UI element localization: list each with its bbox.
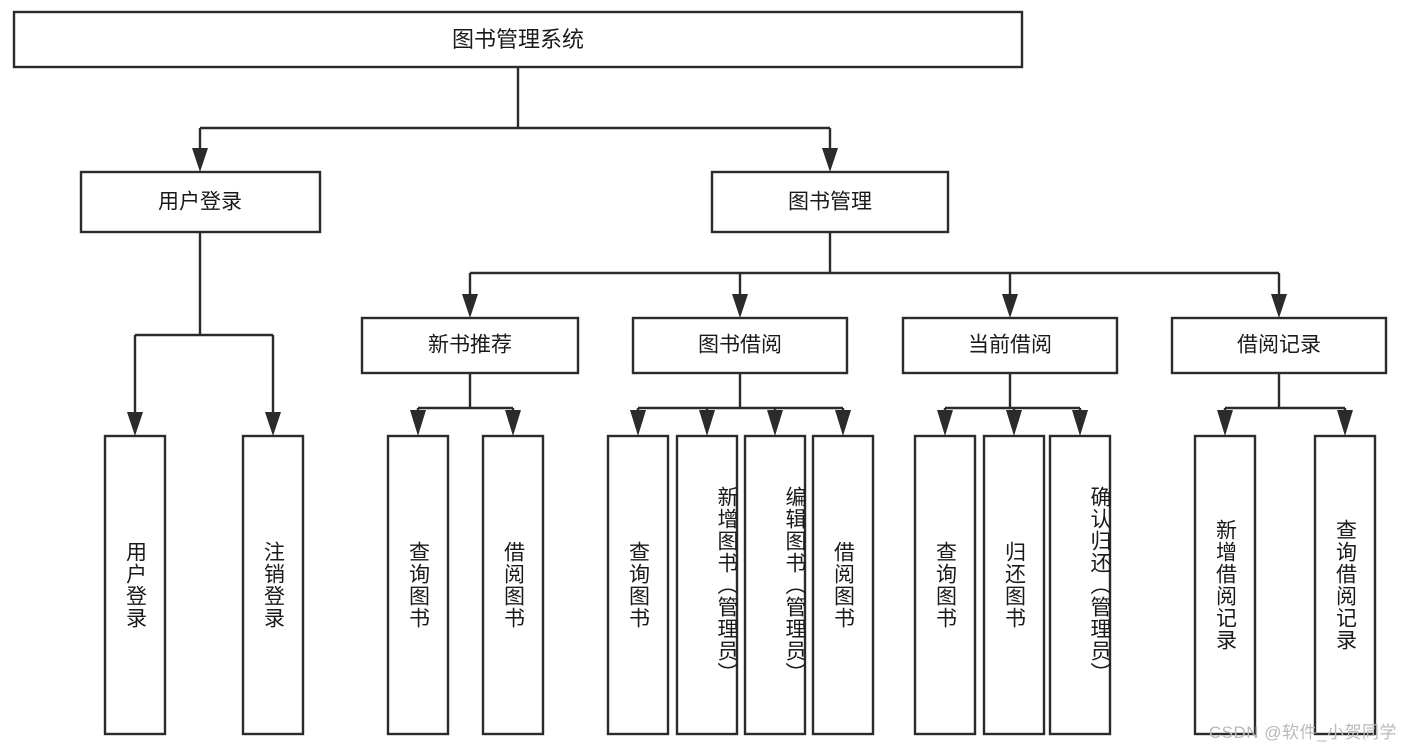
leaf-box-group bbox=[103, 434, 1377, 736]
leaf-box-borrow-add-book[interactable] bbox=[675, 434, 739, 736]
node-borrow-record-box[interactable] bbox=[1170, 316, 1388, 375]
leaf-box-rec-query-book[interactable] bbox=[386, 434, 450, 736]
connector-group-book-manage bbox=[462, 232, 1287, 318]
arrow-head-user-login bbox=[192, 148, 208, 172]
connector-group-user-login bbox=[127, 232, 281, 436]
arrow-head-leaf-borrow-add-book bbox=[699, 410, 715, 436]
arrow-head-borrow-record bbox=[1271, 294, 1287, 318]
leaf-box-borrow-query-book[interactable] bbox=[606, 434, 670, 736]
leaf-box-cur-query-book[interactable] bbox=[913, 434, 977, 736]
arrow-head-leaf-rec-borrow-book bbox=[505, 410, 521, 436]
arrow-head-leaf-rec-add-record bbox=[1217, 410, 1233, 436]
leaf-box-rec-add-record[interactable] bbox=[1193, 434, 1257, 736]
node-book-manage-label: 图书管理 bbox=[788, 191, 872, 214]
node-current-borrow-box[interactable] bbox=[901, 316, 1119, 375]
connector-group-book-borrow bbox=[630, 373, 851, 436]
leaf-box-borrow-edit-book[interactable] bbox=[743, 434, 807, 736]
node-root-label: 图书管理系统 bbox=[452, 27, 584, 52]
leaf-box-borrow-borrow-book[interactable] bbox=[811, 434, 875, 736]
node-user-login-box[interactable] bbox=[79, 170, 322, 234]
node-root[interactable]: 图书管理系统 bbox=[12, 10, 1024, 69]
node-user-login-label: 用户登录 bbox=[158, 191, 242, 214]
leaf-box-cur-confirm-return[interactable] bbox=[1048, 434, 1112, 736]
arrow-head-leaf-borrow-query-book bbox=[630, 410, 646, 436]
leaf-box-cur-return-book[interactable] bbox=[982, 434, 1046, 736]
node-new-book-rec[interactable]: 新书推荐 bbox=[360, 316, 580, 375]
node-new-book-rec-box[interactable] bbox=[360, 316, 580, 375]
node-user-login[interactable]: 用户登录 bbox=[79, 170, 322, 234]
arrow-head-leaf-user-login bbox=[127, 412, 143, 436]
node-book-borrow-box[interactable] bbox=[631, 316, 849, 375]
arrow-head-book-borrow bbox=[732, 294, 748, 318]
arrow-head-leaf-borrow-edit-book bbox=[767, 410, 783, 436]
node-book-manage-box[interactable] bbox=[710, 170, 950, 234]
node-book-manage[interactable]: 图书管理 bbox=[710, 170, 950, 234]
node-borrow-record[interactable]: 借阅记录 bbox=[1170, 316, 1388, 375]
node-current-borrow-label: 当前借阅 bbox=[968, 334, 1052, 357]
arrow-head-leaf-rec-query-book bbox=[410, 410, 426, 436]
arrow-head-book-manage bbox=[822, 148, 838, 172]
node-book-borrow[interactable]: 图书借阅 bbox=[631, 316, 849, 375]
leaf-box-rec-query-record[interactable] bbox=[1313, 434, 1377, 736]
arrow-head-leaf-cur-return-book bbox=[1006, 410, 1022, 436]
leaf-box-user-login[interactable] bbox=[103, 434, 167, 736]
node-current-borrow[interactable]: 当前借阅 bbox=[901, 316, 1119, 375]
arrow-head-leaf-borrow-borrow-book bbox=[835, 410, 851, 436]
node-borrow-record-label: 借阅记录 bbox=[1237, 334, 1321, 357]
arrow-head-leaf-user-logout bbox=[265, 412, 281, 436]
node-new-book-rec-label: 新书推荐 bbox=[428, 334, 512, 357]
connector-group-new-book-rec bbox=[410, 373, 521, 436]
leaf-box-user-logout[interactable] bbox=[241, 434, 305, 736]
leaf-box-rec-borrow-book[interactable] bbox=[481, 434, 545, 736]
csdn-watermark: CSDN @软件_小贺同学 bbox=[1208, 723, 1397, 742]
arrow-head-new-book-rec bbox=[462, 294, 478, 318]
node-book-borrow-label: 图书借阅 bbox=[698, 334, 782, 357]
connector-group-current-borrow bbox=[937, 373, 1088, 436]
connector-group-root bbox=[192, 67, 838, 172]
arrow-head-leaf-rec-query-record bbox=[1337, 410, 1353, 436]
arrow-head-current-borrow bbox=[1002, 294, 1018, 318]
node-root-box[interactable] bbox=[12, 10, 1024, 69]
arrow-head-leaf-cur-query-book bbox=[937, 410, 953, 436]
connector-group-borrow-record bbox=[1217, 373, 1353, 436]
arrow-head-leaf-cur-confirm-return bbox=[1072, 410, 1088, 436]
